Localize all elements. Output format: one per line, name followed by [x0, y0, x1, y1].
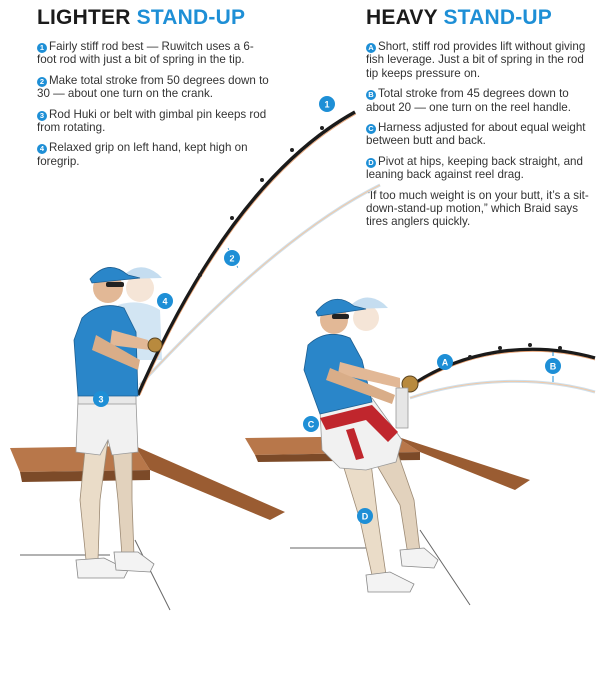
right-angler-ghost — [350, 297, 388, 331]
right-heading-blue: STAND-UP — [443, 6, 553, 29]
note-marker-badge: C — [366, 124, 376, 135]
callout-label: 3 — [98, 395, 103, 405]
note-text: Harness adjusted for about equal weight … — [366, 121, 586, 148]
left-heading-blue: STAND-UP — [136, 6, 246, 29]
right-callout-c: C — [303, 416, 319, 432]
right-heading: HEAVY STAND-UP — [366, 6, 552, 30]
left-heading: LIGHTER STAND-UP — [37, 6, 245, 30]
right-angler — [303, 298, 439, 593]
left-callout-3: 3 — [93, 391, 109, 407]
callout-label: C — [308, 420, 315, 430]
note-text: Short, stiff rod provides lift without g… — [366, 40, 586, 80]
braid-quote: “If too much weight is on your butt, it’… — [366, 188, 589, 229]
left-rod-ghost — [138, 183, 381, 387]
note-text: Total stroke from 45 degrees down to abo… — [366, 87, 571, 114]
right-callout-b: B — [545, 352, 561, 382]
note-marker-badge: 3 — [37, 110, 47, 121]
callout-label: 2 — [229, 254, 234, 264]
callout-label: B — [550, 362, 557, 372]
callout-label: A — [442, 358, 449, 368]
left-angler — [73, 267, 163, 579]
note-text: Rod Huki or belt with gimbal pin keeps r… — [37, 107, 267, 135]
right-heading-dark: HEAVY — [366, 6, 438, 29]
note-marker-badge: B — [366, 90, 376, 101]
left-heading-dark: LIGHTER — [37, 6, 131, 29]
note-marker-badge: D — [366, 157, 376, 168]
right-rod — [403, 343, 596, 393]
note-text: Fairly stiff rod best — Ruwitch uses a 6… — [37, 40, 254, 67]
right-callout-d: D — [357, 508, 373, 524]
left-callout-2: 2 — [224, 247, 240, 269]
right-rod-ghost — [409, 379, 596, 400]
note-text: Make total stroke from 50 degrees down t… — [37, 73, 269, 101]
right-callout-a: A — [437, 354, 453, 370]
callout-label: 4 — [162, 297, 167, 307]
left-callout-1: 1 — [319, 96, 335, 112]
note-text: Relaxed grip on left hand, kept high on … — [37, 141, 248, 168]
note-marker-badge: 2 — [37, 76, 47, 87]
callout-label: D — [362, 512, 369, 522]
left-deck — [10, 446, 285, 611]
note-marker-badge: 4 — [37, 144, 47, 155]
left-rod — [136, 110, 357, 396]
note-marker-badge: 1 — [37, 43, 47, 53]
left-callout-4: 4 — [157, 293, 173, 309]
note-marker-badge: A — [366, 43, 376, 53]
note-text: Pivot at hips, keeping back straight, an… — [366, 154, 583, 182]
callout-label: 1 — [324, 100, 329, 110]
